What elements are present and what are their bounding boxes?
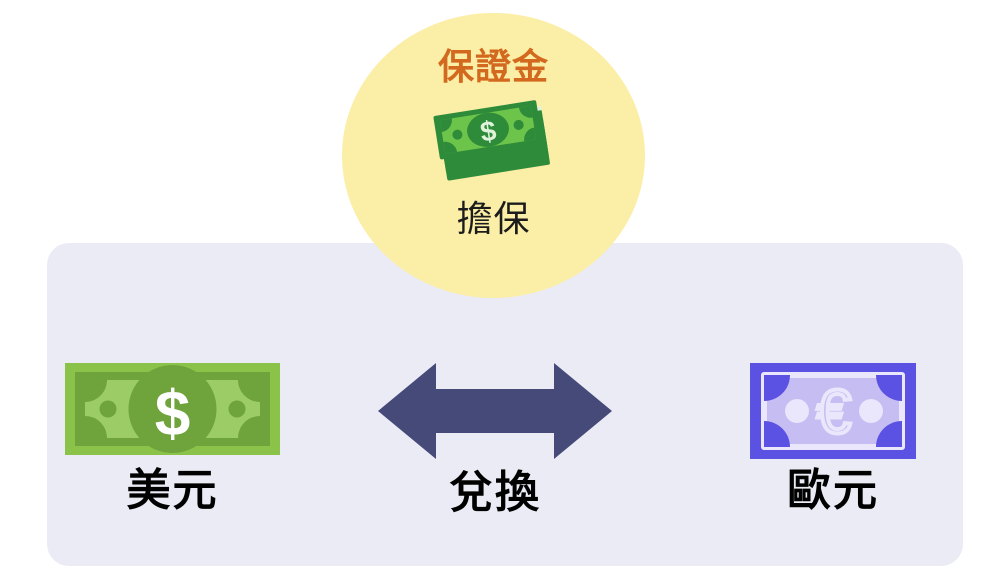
node-swap-label: 兌換 xyxy=(449,468,541,517)
node-usd[interactable]: $ 美元 xyxy=(55,363,290,513)
dollar-banknote-icon: $ xyxy=(65,363,280,455)
node-usd-label: 美元 xyxy=(126,466,219,515)
euro-banknote-icon: € xyxy=(750,363,916,459)
svg-text:$: $ xyxy=(478,115,499,148)
node-eur[interactable]: € 歐元 xyxy=(735,363,931,513)
double-arrow-icon xyxy=(378,363,612,459)
collateral-title: 保證金 xyxy=(437,46,549,87)
svg-text:$: $ xyxy=(155,377,191,449)
node-swap[interactable]: 兌換 xyxy=(378,363,612,515)
node-eur-label: 歐元 xyxy=(787,466,879,515)
collateral-caption: 擔保 xyxy=(456,198,531,239)
collateral-circle[interactable]: 保證金 xyxy=(342,13,645,298)
svg-text:€: € xyxy=(817,378,851,447)
money-stack-icon: $ xyxy=(428,99,560,185)
